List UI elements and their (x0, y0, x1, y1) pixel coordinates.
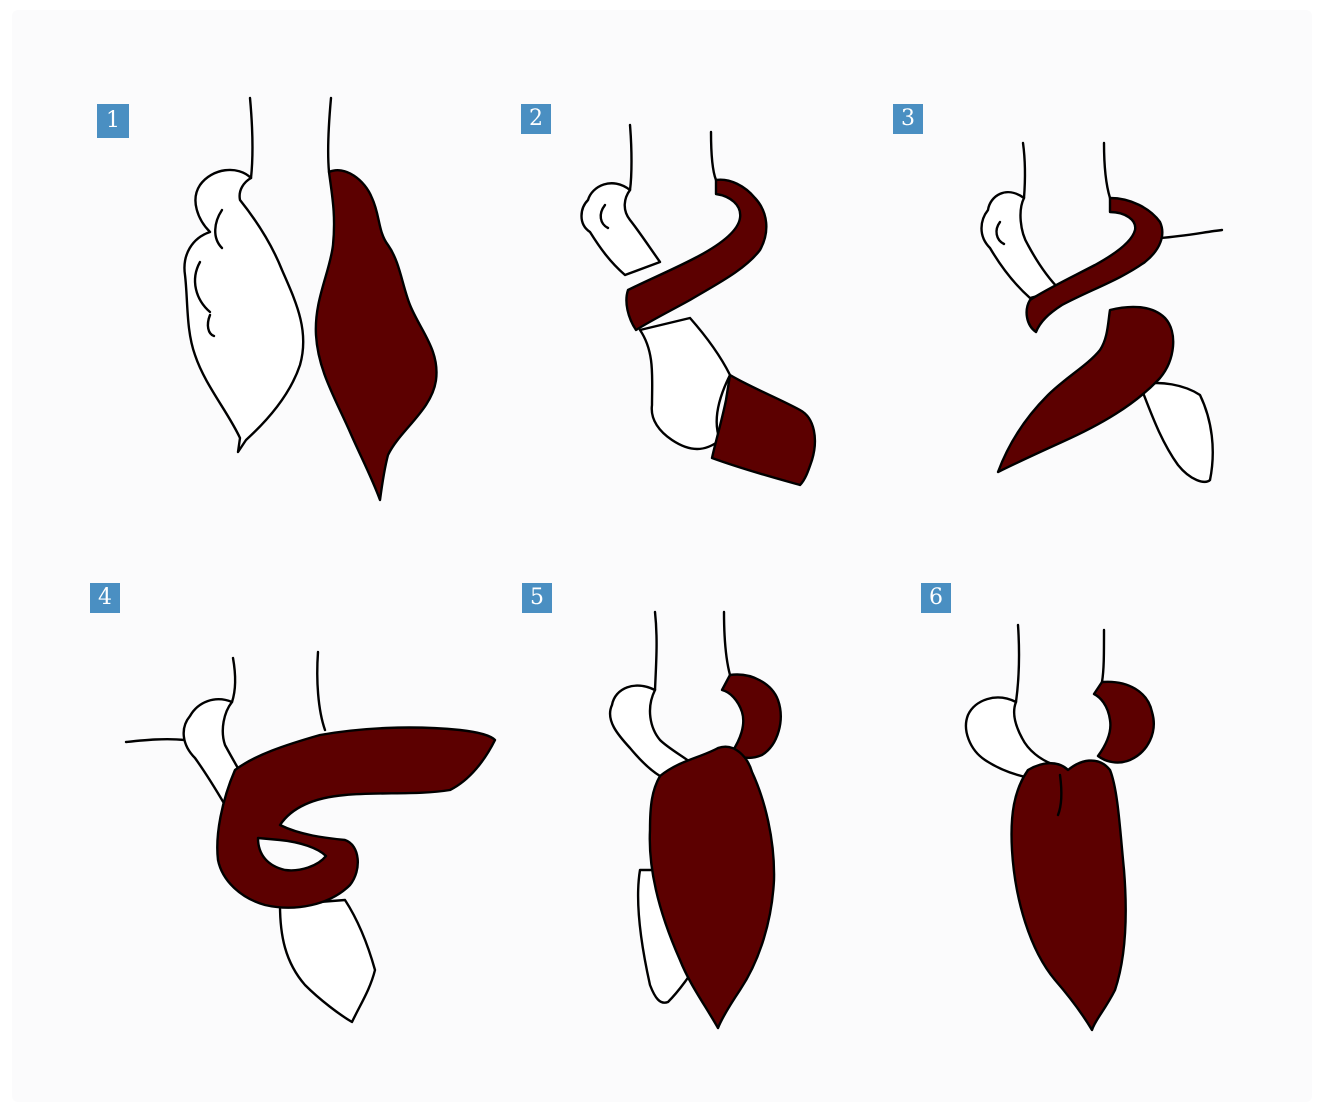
step-1-illustration (184, 98, 436, 500)
step-6-badge: 6 (921, 583, 951, 613)
step-2-light-scarf-end (640, 318, 730, 449)
step-1-neck-left (250, 98, 253, 178)
step-6-illustration (966, 625, 1154, 1030)
step-3-light-scarf-end (1140, 383, 1213, 482)
step-2-illustration (582, 125, 815, 485)
step-4-badge: 4 (90, 583, 120, 613)
step-6-dark-scarf-front (1012, 761, 1126, 1030)
step-2-badge: 2 (521, 104, 551, 134)
step-4-dark-scarf-wrap (217, 728, 495, 908)
step-2-dark-scarf-end (712, 375, 815, 485)
step-5-illustration (610, 612, 781, 1028)
step-1-dark-scarf-end (316, 170, 437, 500)
step-5-dark-collar (722, 675, 781, 758)
step-6-dark-collar (1094, 682, 1154, 763)
step-1-light-scarf-end (184, 170, 303, 452)
step-4-illustration (126, 652, 495, 1022)
step-3-dark-scarf-end (998, 307, 1173, 472)
step-4-light-scarf-end (280, 900, 375, 1022)
step-3-badge: 3 (893, 104, 923, 134)
step-1-badge: 1 (97, 104, 129, 138)
step-1-neck-right (328, 98, 331, 172)
step-3-illustration (982, 143, 1223, 482)
step-5-badge: 5 (522, 583, 552, 613)
